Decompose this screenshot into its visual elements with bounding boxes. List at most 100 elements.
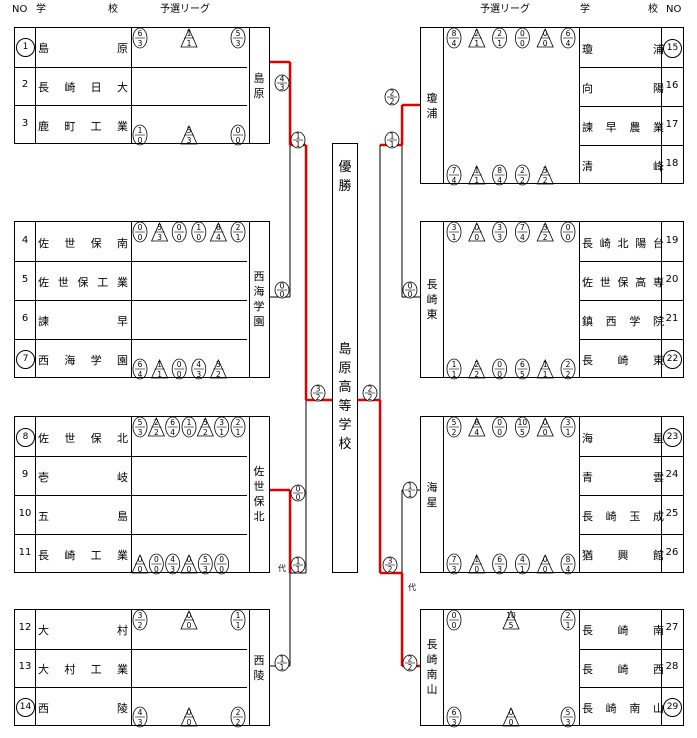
score-oval [560,609,576,631]
score-top: 4 [138,708,143,717]
score-bottom: 3 [236,39,241,48]
score-top: 0 [187,708,192,717]
row-divider [579,106,683,107]
team-number: 7 [16,349,35,369]
score-bottom: 2 [316,393,321,402]
team-name[interactable]: 瓊浦 [582,42,664,56]
column-divider [443,417,444,572]
score-top: 0 [497,360,502,369]
score-bottom: 1 [157,370,162,379]
score-bottom: 1 [474,39,479,48]
team-name[interactable]: 海星 [582,431,664,445]
team-name[interactable]: 佐世保北 [38,431,128,445]
team-name[interactable]: 佐世保工業 [38,275,128,289]
score-bottom: 3 [138,39,143,48]
score-top: 6 [566,29,571,38]
team-name[interactable]: 鹿町工業 [38,119,128,133]
row-divider [15,648,247,650]
column-divider [661,222,662,377]
score-bottom: 2 [388,565,393,574]
score-top: 5 [187,126,192,135]
team-name[interactable]: 諫早農業 [582,120,664,134]
team-name[interactable]: 清峰 [582,159,664,173]
team-number: 27 [665,622,679,634]
team-name[interactable]: 西陵 [38,701,128,715]
score-top: 0 [187,555,192,564]
score-oval [446,27,462,49]
team-name[interactable]: 鎮西学院 [582,314,664,328]
group-winner: 海星 [426,480,438,509]
team-name[interactable]: 西海学園 [38,353,128,367]
score-top: 2 [236,418,241,427]
score-top: 2 [236,223,241,232]
score-oval [230,416,246,438]
score-bottom: 3 [138,428,143,437]
champion-winner: 島原高等学校 [338,342,352,452]
score-oval [214,416,230,438]
score-top: 8 [474,418,479,427]
score-top: 1 [452,360,457,369]
team-name[interactable]: 長崎日大 [38,81,128,94]
team-name[interactable]: 島原 [38,42,128,56]
row-divider [579,145,683,146]
score-oval [515,358,530,380]
score-top: 2 [566,611,571,620]
team-number: 15 [663,38,682,58]
header-league-right: 予選リーグ [480,4,530,15]
team-name[interactable]: 猶興館 [582,548,664,562]
score-top: 2 [154,418,159,427]
column-divider [443,28,444,183]
score-bottom: 3 [187,136,192,145]
column-divider [661,610,662,725]
team-name[interactable]: 長崎東 [582,353,664,367]
score-bottom: 0 [196,233,201,242]
score-bottom: 4 [138,370,143,379]
team-name[interactable]: 長崎南山 [582,701,664,715]
column-divider [249,610,250,725]
score-oval [515,27,530,49]
score-bottom: 0 [187,428,192,437]
row-divider [15,495,247,496]
team-number: 14 [16,697,35,717]
score-bottom: 1 [452,370,457,379]
team-name[interactable]: 長崎北陽台 [582,236,664,250]
score-top: 3 [566,418,571,427]
team-name[interactable]: 壱岐 [38,470,128,484]
team-number: 3 [21,117,29,129]
team-name[interactable]: 諫早 [38,314,128,328]
score-oval [515,416,530,438]
team-name[interactable]: 大村 [38,624,128,638]
team-name[interactable]: 五島 [38,509,128,523]
column-divider [35,222,36,377]
score-bottom: 5 [520,370,525,379]
score-bottom: 0 [280,290,285,299]
team-name[interactable]: 青雲 [582,470,664,484]
score-top: 5 [216,360,221,369]
group-winner: 西海学園 [253,269,265,328]
team-name[interactable]: 大村工業 [38,663,128,676]
score-top: 4 [520,555,525,564]
team-name[interactable]: 長崎南 [582,624,664,638]
score-bottom: 3 [203,565,208,574]
score-bottom: 1 [520,565,525,574]
team-name[interactable]: 長崎工業 [38,548,128,562]
score-bottom: 5 [520,428,525,437]
team-name[interactable]: 佐世保高専 [582,275,664,289]
row-divider [579,300,683,301]
team-name[interactable]: 佐世保南 [38,236,128,250]
column-divider [35,610,36,725]
score-top: 0 [543,555,548,564]
team-name[interactable]: 長崎西 [582,663,664,676]
score-top: 1 [543,360,548,369]
row-divider [15,105,247,107]
team-name[interactable]: 長崎玉成 [582,509,664,523]
score-top: 2 [408,655,413,664]
score-bottom: 0 [566,233,571,242]
score-oval [446,553,462,575]
score-bottom: 1 [187,39,192,48]
team-number: 4 [21,234,29,246]
team-name[interactable]: 向陽 [582,81,664,95]
champion-box: 優勝 島原高等学校 [332,143,358,573]
